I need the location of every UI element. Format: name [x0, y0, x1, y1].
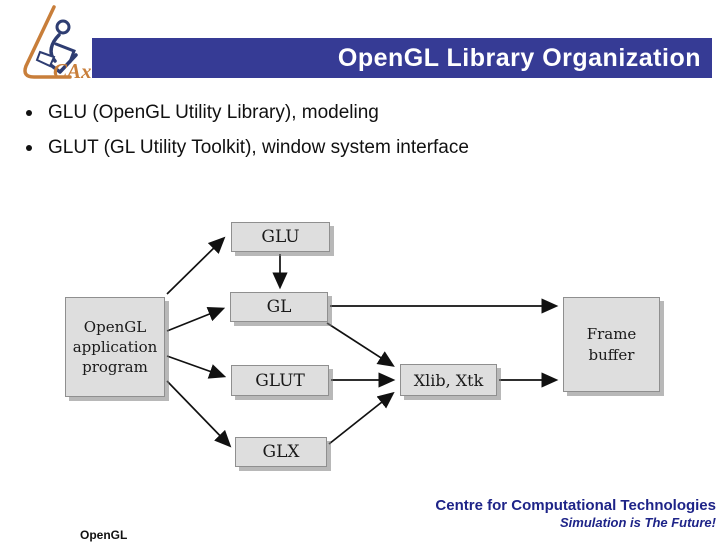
- bullet-dot: [26, 145, 32, 151]
- diagram-box-frame-buffer: Frame buffer: [563, 297, 660, 392]
- edge-app-gl: [166, 306, 226, 332]
- footer-slide-label: OpenGL: [80, 528, 128, 542]
- cax-logo: CAx: [23, 5, 92, 83]
- title-bar: OpenGL Library Organization: [92, 38, 712, 78]
- library-organization-diagram: OpenGL application program GLU GL GLUT G…: [63, 210, 688, 482]
- footer-tagline: Simulation is The Future!: [559, 515, 716, 530]
- diagram-box-glx: GLX: [235, 437, 327, 467]
- edge-app-glu: [166, 236, 226, 295]
- edge-app-glx: [166, 380, 232, 448]
- logo-text: CAx: [53, 59, 92, 83]
- bullet-item-glu: GLU (OpenGL Utility Library), modeling: [26, 100, 696, 126]
- logo-figure-head: [55, 19, 71, 35]
- diagram-box-opengl-application-program: OpenGL application program: [65, 297, 165, 397]
- logo-laptop: [35, 50, 56, 68]
- diagram-box-gl: GL: [230, 292, 328, 322]
- bullet-text-glu: GLU (OpenGL Utility Library), modeling: [48, 102, 379, 123]
- footer-org-block: Centre for Computational Technologies Si…: [435, 497, 716, 531]
- diagram-arrows: [166, 236, 559, 448]
- edge-gl-xlib: [326, 322, 395, 367]
- bullet-item-glut: GLUT (GL Utility Toolkit), window system…: [26, 135, 696, 161]
- diagram-box-glut: GLUT: [231, 365, 329, 396]
- footer-org-name: Centre for Computational Technologies: [435, 497, 716, 514]
- bullet-dot: [26, 110, 32, 116]
- edge-glx-xlib: [328, 391, 395, 445]
- page-title: OpenGL Library Organization: [337, 43, 701, 72]
- diagram-box-glu: GLU: [231, 222, 330, 252]
- edge-app-glut: [166, 355, 227, 379]
- bullet-text-glut: GLUT (GL Utility Toolkit), window system…: [48, 137, 469, 158]
- bullet-list: GLU (OpenGL Utility Library), modeling G…: [26, 100, 696, 170]
- diagram-box-xlib-xtk: Xlib, Xtk: [400, 364, 497, 396]
- logo-swoosh: [23, 5, 72, 79]
